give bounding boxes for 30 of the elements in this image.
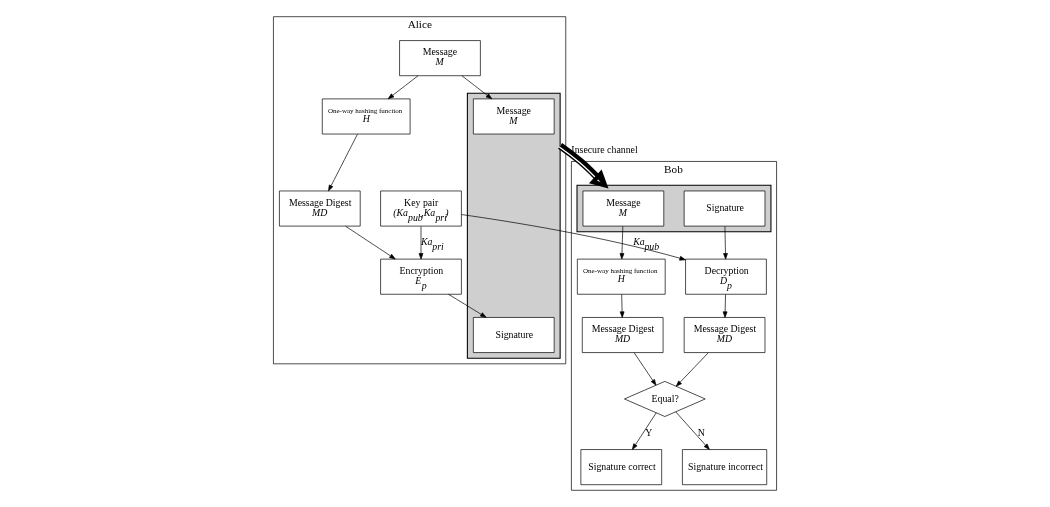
arrow <box>675 411 710 450</box>
node-box: Signature <box>683 190 766 227</box>
node-box: Message M <box>473 98 555 135</box>
arrow <box>722 294 728 318</box>
arrow <box>633 352 657 386</box>
arrow <box>619 226 625 260</box>
node-box: Message M <box>582 190 665 227</box>
arrow <box>558 142 609 189</box>
node-box: Message Digest MD <box>279 190 361 227</box>
arrow <box>461 75 493 100</box>
arrow <box>448 293 487 318</box>
node-box: Message M <box>399 40 481 77</box>
node-box: Signature <box>473 317 555 353</box>
arrow <box>387 75 419 100</box>
arrow <box>461 214 686 261</box>
cluster <box>576 184 772 233</box>
node-box: Message Digest MD <box>683 317 766 353</box>
arrow <box>345 225 396 260</box>
edge-label: N <box>697 426 705 438</box>
edge-label: Y <box>645 426 653 438</box>
arrow <box>619 294 625 318</box>
arrow <box>328 133 358 192</box>
arrow <box>632 412 657 450</box>
node-box: Signature incorrect <box>682 449 768 486</box>
node-box: Message Digest MD <box>581 317 664 353</box>
arrow <box>675 352 709 387</box>
node-box: Signature correct <box>580 449 663 486</box>
arrow <box>723 226 728 260</box>
arrow <box>418 226 424 260</box>
edge-label: Insecure channel <box>571 144 638 156</box>
